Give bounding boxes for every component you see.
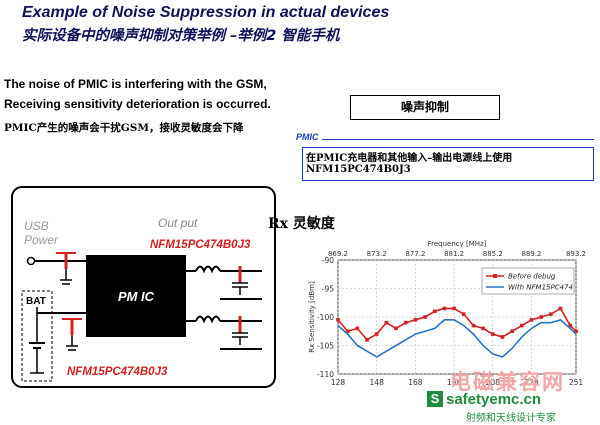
pmic-note-line-1: 在PMIC充电器和其他输入–输出电源线上使用 — [306, 153, 513, 164]
x2-tick-label: 889.2 — [521, 250, 541, 258]
watermark-tagline: 射频和天线设计专家 — [466, 413, 556, 424]
power-label: Power — [24, 233, 59, 247]
page-title-en: Example of Noise Suppression in actual d… — [22, 4, 390, 21]
part-label-bottom: NFM15PC474B0J3 — [67, 366, 168, 378]
legend-label: Before debug — [508, 273, 556, 281]
x-tick-label: 208 — [486, 378, 501, 387]
x2-axis-label: Frequency [MHz] — [428, 240, 487, 248]
series-point — [355, 326, 360, 331]
series-point — [574, 329, 578, 334]
series-point — [374, 332, 379, 336]
legend-label: With NFM15PC474 — [508, 284, 573, 292]
x-tick-label: 188 — [447, 378, 462, 387]
description-line-2: Receiving sensitivity deterioration is o… — [4, 97, 271, 111]
y-tick-label: -110 — [317, 370, 334, 379]
series-point — [336, 318, 340, 322]
x-tick-label: 148 — [370, 378, 385, 387]
rx-sensitivity-label: Rx 灵敏度 — [268, 216, 335, 232]
series-point — [481, 326, 485, 331]
series-point — [432, 309, 437, 314]
series-point — [490, 332, 495, 336]
series-point — [365, 338, 369, 342]
part-label-top: NFM15PC474B0J3 — [150, 239, 251, 251]
legend-marker — [493, 274, 497, 278]
series-point — [539, 315, 543, 319]
series-point — [568, 323, 572, 328]
description-line-cn: PMIC产生的噪声会干扰GSM，接收灵敏度会下降 — [4, 122, 244, 134]
series-point — [558, 306, 563, 311]
usb-label: USB — [24, 219, 49, 233]
series-line-1 — [337, 318, 577, 358]
x2-tick-label: 873.2 — [367, 250, 387, 258]
series-point — [471, 323, 476, 328]
page-title-cn: 实际设备中的噪声抑制对策举例 –举例2 智能手机 — [22, 28, 340, 44]
x2-tick-label: 893.2 — [566, 250, 586, 258]
series-point — [461, 312, 466, 316]
series-point — [384, 320, 389, 325]
description-line-1: The noise of PMIC is interfering with th… — [4, 77, 267, 91]
series-point — [510, 329, 514, 334]
series-point — [442, 306, 447, 311]
circuit-diagram: USB Power Out put NFM15PC474B0J3 NFM15PC… — [11, 186, 276, 388]
pmic-label: PM IC — [118, 289, 155, 304]
watermark-logo-icon: S — [427, 391, 443, 407]
series-point — [452, 306, 456, 311]
y-tick-label: -100 — [317, 313, 334, 322]
series-point — [529, 318, 534, 322]
series-point — [549, 312, 553, 316]
y-axis-label: Rx Sensitivity [dBm] — [308, 281, 316, 353]
x2-tick-label: 885.2 — [483, 250, 503, 258]
pmic-divider — [322, 139, 594, 140]
pmic-note-box — [302, 147, 594, 181]
series-point — [500, 335, 505, 339]
series-point — [520, 323, 524, 328]
output-label: Out put — [158, 216, 198, 230]
x-tick-label: 251 — [569, 378, 584, 387]
y-tick-label: -90 — [322, 256, 334, 265]
pmic-block — [86, 255, 186, 337]
noise-suppression-box: 噪声抑制 — [350, 95, 500, 120]
x-tick-label: 168 — [408, 378, 423, 387]
pmic-tag: PMIC — [296, 132, 319, 142]
series-point — [423, 315, 427, 319]
pmic-note-line-2: NFM15PC474B0J3 — [306, 164, 411, 175]
watermark-title: 电磁兼容网 — [450, 370, 565, 394]
x-tick-label: 228 — [524, 378, 539, 387]
bat-label: BAT — [26, 296, 46, 307]
circuit-frame — [11, 186, 276, 388]
series-point — [403, 320, 408, 325]
x2-tick-label: 881.2 — [444, 250, 464, 258]
watermark-url: safetyemc.cn — [446, 391, 542, 408]
bat-frame — [21, 290, 53, 382]
series-point — [394, 326, 398, 331]
x2-tick-label: 877.2 — [405, 250, 425, 258]
series-point — [413, 318, 418, 322]
legend-box — [481, 267, 575, 295]
series-point — [345, 329, 350, 334]
x-tick-label: 128 — [331, 378, 346, 387]
x2-tick-label: 869.2 — [328, 250, 348, 258]
y-tick-label: -95 — [322, 285, 334, 294]
y-tick-label: -105 — [317, 342, 334, 351]
